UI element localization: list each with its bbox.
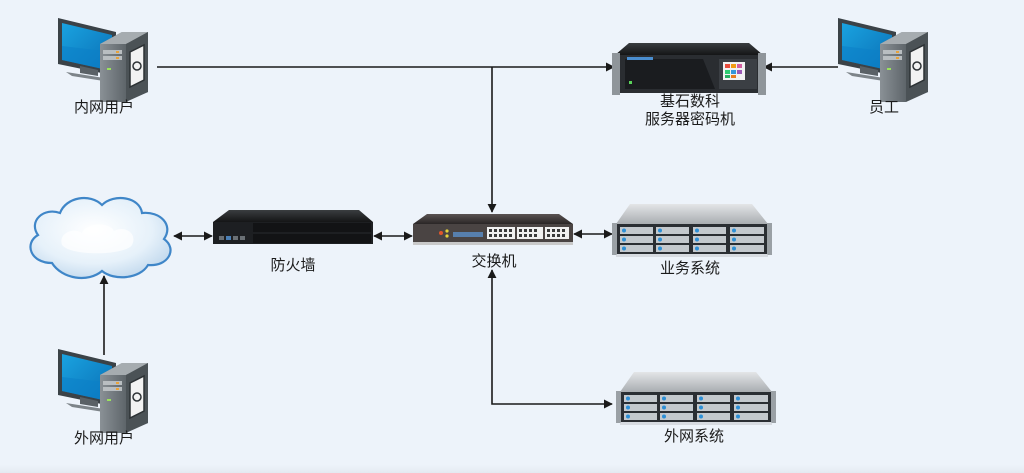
- business-system-server-icon[interactable]: [612, 204, 772, 257]
- employee-computer-icon[interactable]: [837, 17, 929, 103]
- network-switch-icon[interactable]: [413, 214, 573, 245]
- business-system-label: 业务系统: [659, 259, 721, 277]
- crypto-server-icon[interactable]: [612, 43, 766, 95]
- crypto-server-label-line2: 服务器密码机: [644, 110, 736, 128]
- switch-label: 交换机: [471, 252, 517, 270]
- extranet-user-label: 外网用户: [73, 429, 135, 447]
- edge-switch-extranet-system: [487, 269, 613, 409]
- connections: [99, 62, 838, 409]
- extranet-user-computer-icon[interactable]: [57, 348, 149, 434]
- extranet-system-label: 外网系统: [663, 427, 725, 445]
- firewall-icon[interactable]: [213, 210, 373, 244]
- bottom-shade: [0, 465, 1024, 473]
- firewall-label: 防火墙: [270, 256, 316, 274]
- internet-cloud-icon[interactable]: [29, 196, 172, 280]
- employee-label: 员工: [868, 98, 900, 116]
- intranet-user-label: 内网用户: [73, 98, 135, 116]
- extranet-system-server-icon[interactable]: [616, 372, 776, 425]
- intranet-user-computer-icon[interactable]: [57, 17, 149, 103]
- crypto-server-label-line1: 基石数科: [659, 92, 721, 110]
- crypto-server-label: 基石数科 服务器密码机: [645, 92, 735, 128]
